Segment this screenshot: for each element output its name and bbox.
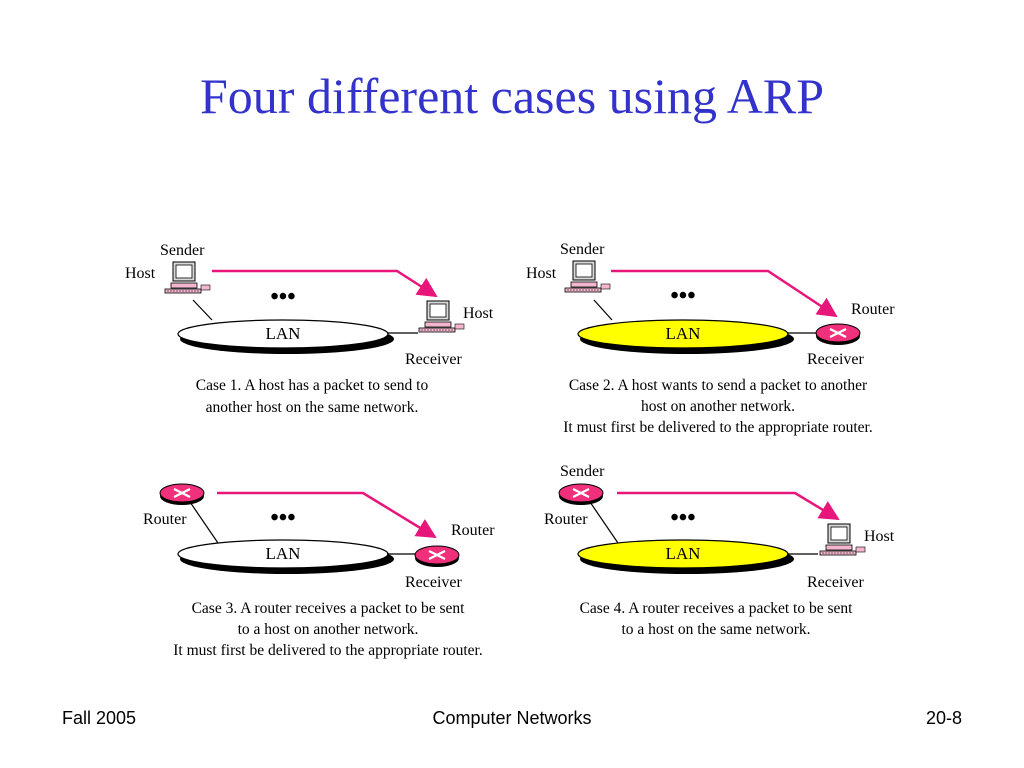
receiver-label: Receiver [807,351,865,368]
host-label: Host [864,528,895,545]
case-caption: It must first be delivered to the approp… [173,642,482,659]
receiver-label: Receiver [405,351,463,368]
lan-label: LAN [666,324,701,343]
receiver-label: Receiver [405,574,463,591]
router-icon [413,544,461,569]
receiver-label: Receiver [807,574,865,591]
arrow-icon [217,491,437,539]
case-caption: host on another network. [641,398,795,415]
case-4: LAN ••• Sender Router Host Receiver Case… [544,463,895,638]
host-label: Host [526,265,557,282]
case-caption: to a host on the same network. [622,621,811,638]
case-3: LAN ••• Router Router Receiver Case 3. A… [143,482,495,659]
case-caption: Case 3. A router receives a packet to be… [192,600,466,617]
computer-host-icon [564,260,611,293]
ellipsis: ••• [670,505,695,531]
computer-host-icon [164,261,211,294]
footer-left: Fall 2005 [62,708,137,728]
computer-host-icon [418,300,465,333]
arrow-icon [617,491,840,521]
router-icon [557,482,605,507]
host-label: Host [125,265,156,282]
footer-center: Computer Networks [432,708,592,728]
lan-ellipse [177,319,389,349]
ellipsis: ••• [270,505,295,531]
case-caption: It must first be delivered to the approp… [563,419,872,436]
case-caption: Case 1. A host has a packet to send to [196,377,429,394]
lan-label: LAN [266,544,301,563]
lan-label: LAN [666,544,701,563]
footer-page-number: 20-8 [925,708,962,728]
ellipsis: ••• [670,283,695,309]
slide-title: Four different cases using ARP [199,68,825,124]
router-label: Router [851,301,895,318]
router-label: Router [451,522,495,539]
lan-ellipse [577,319,789,349]
sender-label: Sender [560,241,605,258]
router-icon [158,482,206,507]
case-caption: Case 4. A router receives a packet to be… [580,600,854,617]
case-caption: another host on the same network. [206,399,419,416]
computer-host-icon [819,523,866,556]
host-label: Host [463,305,494,322]
case-caption: to a host on another network. [238,621,419,638]
ellipsis: ••• [270,284,295,310]
case-2: LAN ••• Sender Host Router Receiver Case… [526,241,895,436]
sender-label: Sender [560,463,605,480]
sender-label: Sender [160,242,205,259]
arrow-icon [212,269,438,298]
case-caption: Case 2. A host wants to send a packet to… [569,377,868,394]
router-label: Router [544,511,588,528]
case-1: LAN ••• Sender Host Host Receiver Case 1… [125,242,494,416]
router-icon [814,322,862,347]
router-label: Router [143,511,187,528]
lan-label: LAN [266,324,301,343]
arrow-icon [611,269,838,318]
